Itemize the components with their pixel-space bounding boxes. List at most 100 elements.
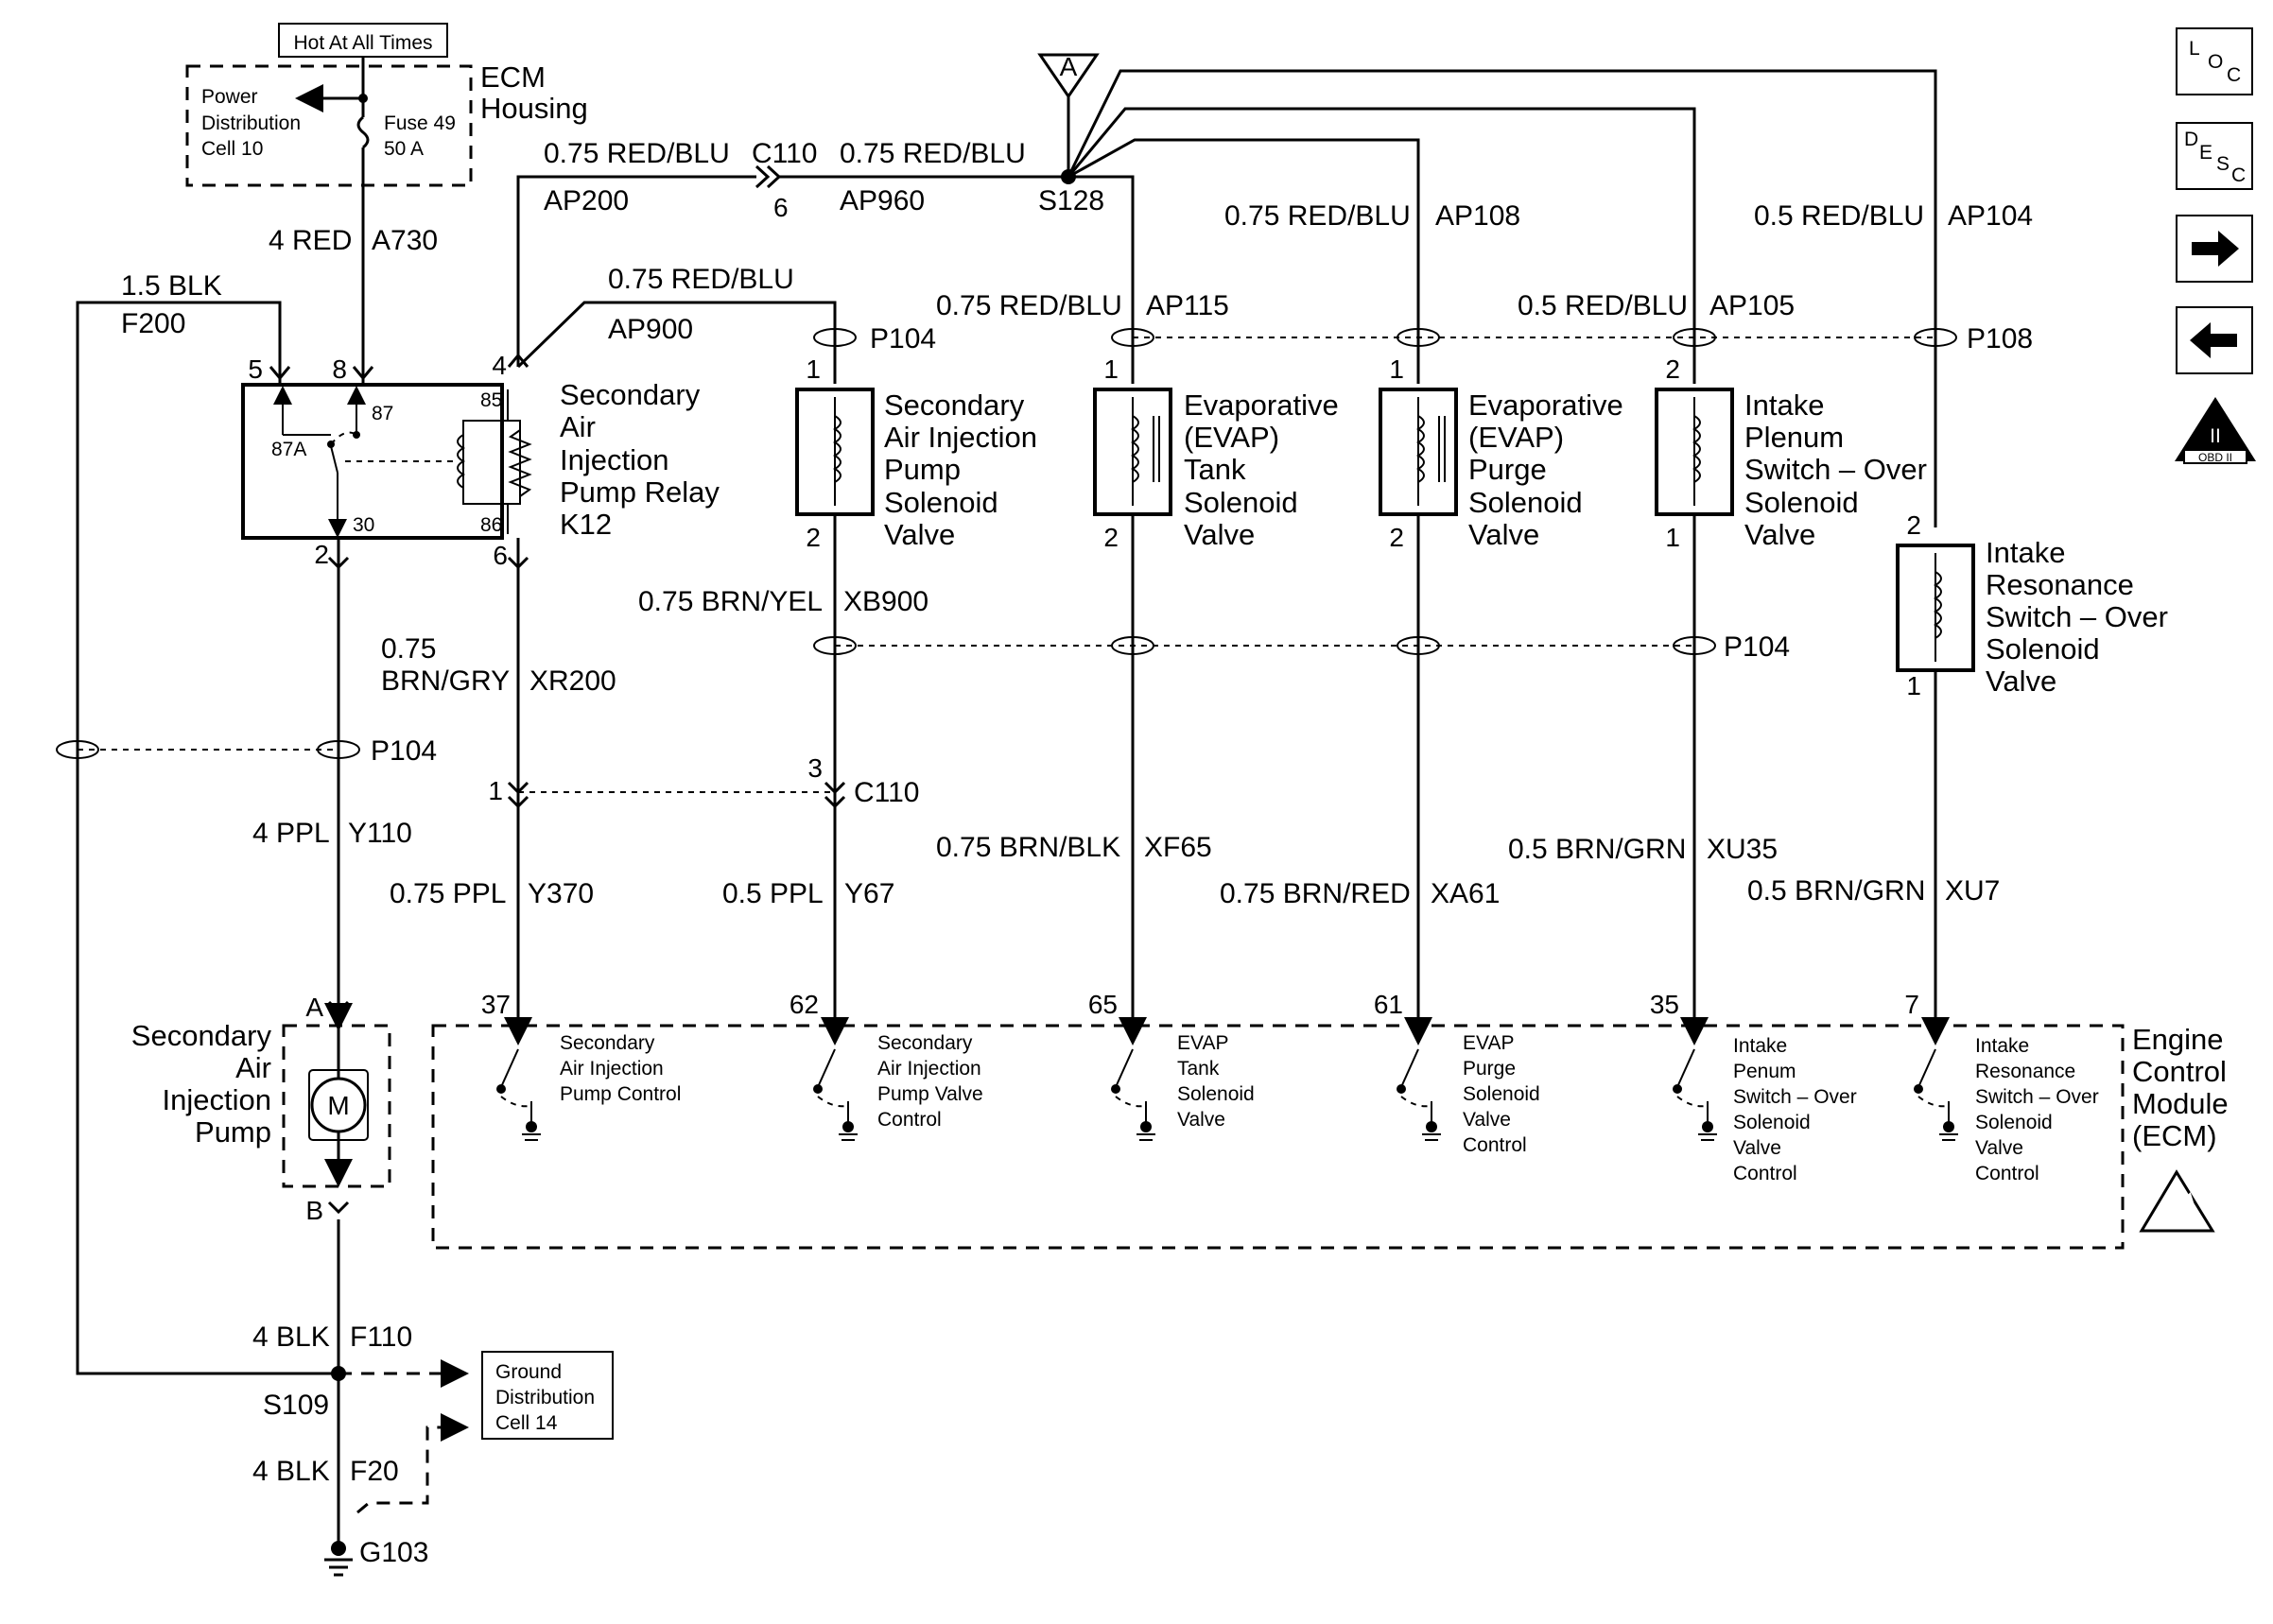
svg-text:Intake: Intake: [1986, 536, 2065, 569]
relay-name-5: K12: [560, 508, 612, 541]
svg-text:62: 62: [789, 990, 819, 1019]
svg-text:AP200: AP200: [544, 185, 629, 216]
relay-name-4: Pump Relay: [560, 475, 720, 509]
svg-text:A730: A730: [372, 225, 438, 256]
solenoid-coil-icon: [1131, 415, 1139, 483]
svg-text:0.75 BRN/BLK: 0.75 BRN/BLK: [936, 832, 1120, 863]
svg-text:0.75 RED/BLU: 0.75 RED/BLU: [544, 138, 730, 169]
fuse-icon: [356, 115, 370, 149]
svg-text:Cell 14: Cell 14: [495, 1412, 558, 1434]
relay-term-87a: 87A: [271, 439, 306, 460]
svg-text:61: 61: [1374, 990, 1403, 1019]
svg-text:Penum: Penum: [1733, 1061, 1796, 1082]
svg-text:Y110: Y110: [348, 818, 412, 849]
svg-text:Intake: Intake: [1744, 389, 1824, 422]
svg-text:Secondary: Secondary: [877, 1032, 973, 1054]
ecm-box: [431, 1024, 2125, 1250]
secondary-air-pump: M Secondary Air Injection Pump A B: [131, 993, 391, 1225]
svg-text:0.75 RED/BLU: 0.75 RED/BLU: [936, 290, 1122, 321]
svg-text:65: 65: [1088, 990, 1118, 1019]
next-icon[interactable]: [2176, 215, 2253, 283]
svg-text:0.75: 0.75: [381, 633, 436, 665]
svg-text:C: C: [2231, 164, 2246, 186]
svg-text:M: M: [327, 1091, 349, 1120]
svg-text:0.75 PPL: 0.75 PPL: [390, 878, 506, 909]
svg-text:(EVAP): (EVAP): [1468, 421, 1564, 454]
svg-text:AP105: AP105: [1709, 290, 1795, 321]
svg-text:XA61: XA61: [1431, 878, 1500, 909]
svg-text:Solenoid: Solenoid: [1986, 632, 2100, 665]
solenoid-evap-tank: Evaporative (EVAP) Tank Solenoid Valve 1…: [1093, 328, 1339, 552]
svg-text:Intake: Intake: [1733, 1035, 1787, 1057]
svg-text:Valve: Valve: [1177, 1109, 1225, 1131]
svg-text:0.5 RED/BLU: 0.5 RED/BLU: [1754, 200, 1924, 232]
ground-distribution: Ground Distribution Cell 14: [481, 1351, 614, 1440]
svg-text:1: 1: [806, 354, 821, 384]
svg-text:Air Injection: Air Injection: [884, 421, 1037, 454]
svg-text:EVAP: EVAP: [1463, 1032, 1514, 1054]
solenoid-coil-icon: [833, 415, 842, 483]
svg-text:2: 2: [1103, 523, 1119, 552]
svg-text:E: E: [2199, 142, 2212, 164]
splice-pack-a: [1037, 53, 1100, 99]
esd-icon: [2139, 1169, 2215, 1233]
power-source: Hot At All Times Power Distribution Cell…: [185, 23, 588, 217]
svg-text:0.75 RED/BLU: 0.75 RED/BLU: [840, 138, 1026, 169]
svg-text:7: 7: [1904, 990, 1919, 1019]
svg-text:Valve: Valve: [1463, 1109, 1511, 1131]
svg-text:Resonance: Resonance: [1975, 1061, 2075, 1082]
svg-text:Tank: Tank: [1184, 453, 1246, 486]
relay-k12: Secondary Air Injection Pump Relay K12 8…: [241, 351, 720, 570]
svg-text:Valve: Valve: [1733, 1137, 1781, 1159]
svg-text:Plenum: Plenum: [1744, 421, 1844, 454]
svg-text:37: 37: [481, 990, 511, 1019]
svg-text:S128: S128: [1038, 185, 1104, 216]
svg-text:Tank: Tank: [1177, 1058, 1220, 1080]
relay-coil-icon: [457, 434, 465, 489]
wires: A: [76, 52, 1937, 1375]
svg-text:Solenoid: Solenoid: [1744, 486, 1859, 519]
svg-text:Solenoid: Solenoid: [1177, 1083, 1255, 1105]
motor-icon: [310, 1077, 367, 1133]
solenoid-evap-purge: Evaporative (EVAP) Purge Solenoid Valve …: [1379, 328, 1623, 552]
desc-icon[interactable]: D E S C: [2176, 122, 2253, 190]
solenoid-coil-icon: [1692, 415, 1701, 483]
svg-text:(EVAP): (EVAP): [1184, 421, 1279, 454]
svg-text:Valve: Valve: [1468, 518, 1539, 551]
svg-text:O: O: [2208, 51, 2223, 73]
svg-text:P104: P104: [371, 735, 437, 767]
relay-term-86: 86: [480, 514, 502, 536]
svg-text:L: L: [2189, 38, 2200, 60]
relay-term-87: 87: [372, 403, 393, 424]
svg-text:Intake: Intake: [1975, 1035, 2029, 1057]
svg-text:0.5 BRN/GRN: 0.5 BRN/GRN: [1508, 834, 1686, 865]
svg-text:Resonance: Resonance: [1986, 568, 2134, 601]
ecm-driver-3: EVAP Tank Solenoid Valve: [1111, 1011, 1255, 1141]
svg-text:Control: Control: [1975, 1163, 2039, 1184]
svg-text:Control: Control: [1733, 1163, 1797, 1184]
svg-text:0.5 BRN/GRN: 0.5 BRN/GRN: [1747, 875, 1925, 907]
svg-text:Ground: Ground: [495, 1361, 562, 1383]
svg-text:Air Injection: Air Injection: [877, 1058, 981, 1080]
side-icons: L O C D E S C II OBD II: [2175, 27, 2256, 464]
ecm-driver-1: Secondary Air Injection Pump Control: [496, 1011, 681, 1141]
svg-text:Air: Air: [235, 1051, 271, 1084]
relay-resistor-icon: [508, 429, 532, 497]
svg-text:S109: S109: [263, 1390, 329, 1421]
pdc-line-2: Distribution: [201, 112, 301, 134]
svg-text:1: 1: [1103, 354, 1119, 384]
relay-term-85: 85: [480, 389, 502, 411]
svg-text:Control: Control: [877, 1109, 942, 1131]
svg-text:D: D: [2184, 129, 2198, 150]
svg-text:F200: F200: [121, 308, 185, 339]
svg-text:Distribution: Distribution: [495, 1387, 595, 1408]
svg-text:Switch – Over: Switch – Over: [1986, 600, 2168, 633]
prev-icon[interactable]: [2176, 306, 2253, 374]
loc-icon[interactable]: L O C: [2176, 27, 2253, 95]
relay-pin-8: 8: [332, 354, 347, 384]
solenoid-intake-plenum: Intake Plenum Switch – Over Solenoid Val…: [1655, 328, 1927, 552]
obd-icon[interactable]: II OBD II: [2175, 397, 2256, 464]
relay-pin-5: 5: [248, 354, 263, 384]
svg-text:1.5 BLK: 1.5 BLK: [121, 270, 222, 302]
fuse-rating: 50 A: [384, 138, 424, 160]
